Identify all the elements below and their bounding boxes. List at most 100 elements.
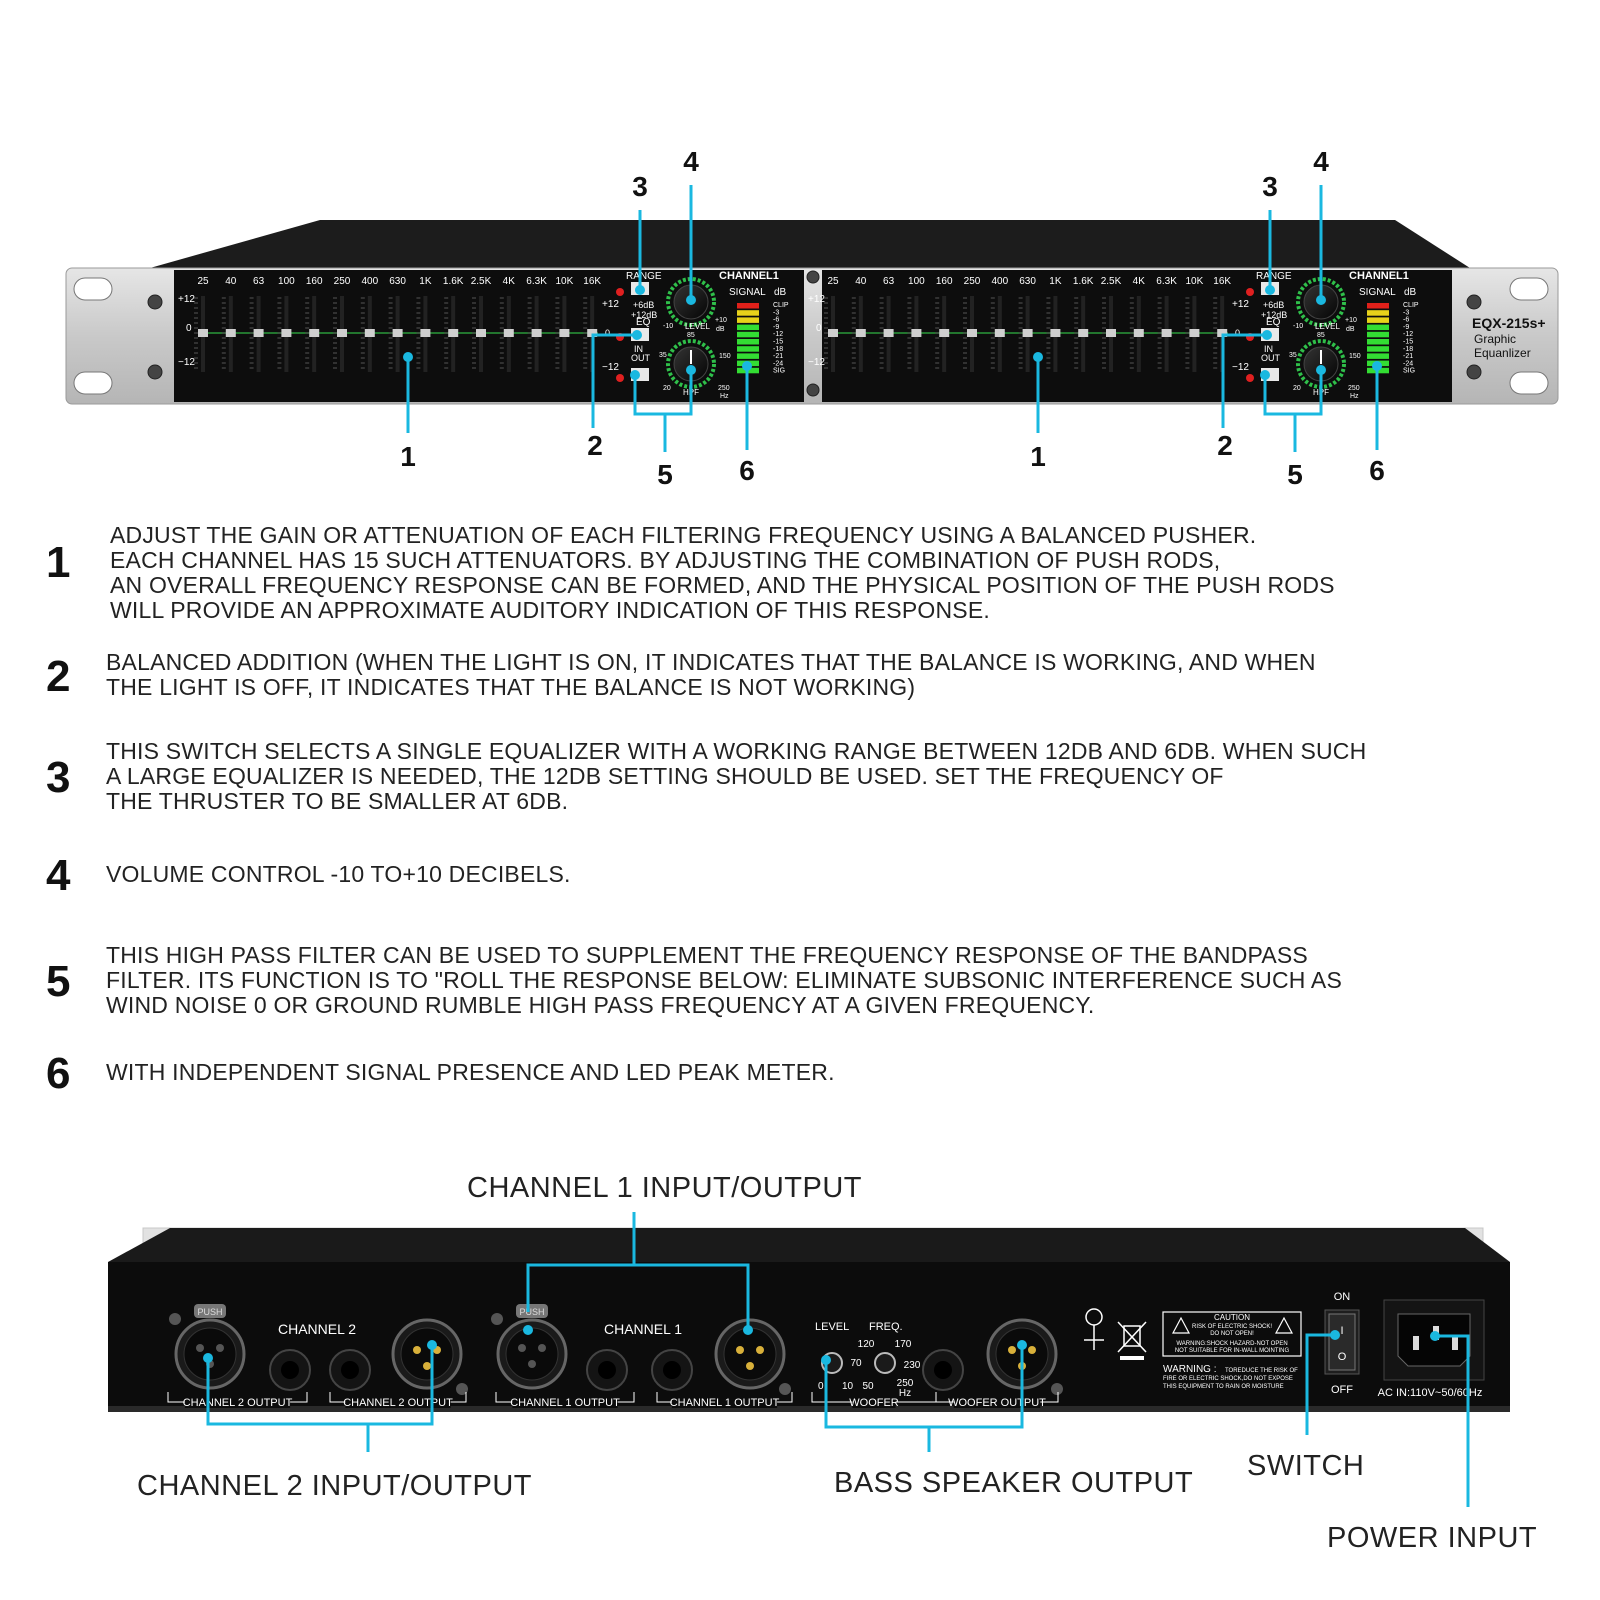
range-option-6db: +6dB bbox=[1263, 300, 1284, 310]
level-db-label: dB bbox=[716, 326, 725, 333]
fader-knob[interactable] bbox=[531, 329, 542, 337]
fader-knob[interactable] bbox=[967, 329, 977, 337]
fader-knob[interactable] bbox=[828, 329, 838, 337]
fader-knob[interactable] bbox=[1050, 329, 1061, 337]
fader-knob[interactable] bbox=[911, 329, 922, 337]
hpf-unit-label: Hz bbox=[720, 393, 729, 400]
fader-knob[interactable] bbox=[1022, 329, 1033, 337]
callout-number: 5 bbox=[1287, 459, 1303, 490]
caution-line-2: DO NOT OPEN! bbox=[1210, 1331, 1254, 1337]
meter-scale-label: -9 bbox=[773, 324, 779, 331]
out-label: OUT bbox=[631, 353, 651, 363]
fader-knob[interactable] bbox=[587, 329, 598, 337]
fader-knob[interactable] bbox=[476, 329, 486, 337]
fader-knob[interactable] bbox=[1217, 329, 1228, 337]
meter-scale-label: -15 bbox=[1403, 339, 1413, 346]
xlr-pin bbox=[423, 1362, 431, 1370]
callout-line-2 bbox=[591, 333, 637, 428]
woofer-jack[interactable] bbox=[922, 1349, 964, 1391]
range-option-12db: +12dB bbox=[1261, 310, 1287, 320]
channel2-input-xlr[interactable]: PUSH bbox=[169, 1304, 246, 1390]
callout-ch1-io-bracket bbox=[526, 1263, 750, 1330]
xlr-push-tab[interactable] bbox=[516, 1304, 548, 1318]
channel2-jack-a[interactable] bbox=[269, 1349, 311, 1391]
fader-knob[interactable] bbox=[855, 329, 866, 337]
level-label: LEVEL bbox=[685, 322, 710, 331]
channel2-jack-b[interactable] bbox=[329, 1349, 371, 1391]
switch-rocker[interactable] bbox=[1328, 1313, 1356, 1371]
fader-knob[interactable] bbox=[1078, 329, 1089, 337]
bracket-label-bg bbox=[852, 1396, 896, 1408]
fader-knob[interactable] bbox=[1133, 329, 1144, 337]
scale-top-right-label: +12 bbox=[602, 299, 619, 310]
woofer-freq-tick: 120 bbox=[858, 1339, 875, 1350]
channel1-jack-b[interactable] bbox=[651, 1349, 693, 1391]
woofer-freq-knob[interactable] bbox=[874, 1352, 896, 1374]
xlr-pin bbox=[746, 1362, 754, 1370]
meter-segment bbox=[737, 303, 759, 309]
woofer-level-tick-max: 10 bbox=[842, 1381, 854, 1392]
level-label: LEVEL bbox=[1315, 322, 1340, 331]
fader-knob[interactable] bbox=[1106, 329, 1116, 337]
freq-label: 4K bbox=[503, 276, 516, 287]
channel-label: CHANNEL1 bbox=[719, 270, 779, 282]
screw-icons bbox=[147, 270, 1482, 397]
callout-switch bbox=[1305, 1333, 1335, 1435]
channel1-jack-a[interactable] bbox=[586, 1349, 628, 1391]
channel2-output-xlr[interactable] bbox=[391, 1318, 468, 1395]
weee-bin-body bbox=[1123, 1325, 1141, 1347]
freq-label: 16K bbox=[1213, 276, 1231, 287]
hpf-min-label: 20 bbox=[663, 385, 671, 392]
fader-knob[interactable] bbox=[225, 329, 236, 337]
fader-knob[interactable] bbox=[448, 329, 459, 337]
switch-i-label: I bbox=[1340, 1325, 1343, 1337]
fader-knob[interactable] bbox=[939, 329, 950, 337]
fader-knob[interactable] bbox=[364, 329, 375, 337]
description-text: THIS HIGH PASS FILTER CAN BE USED TO SUP… bbox=[106, 942, 1342, 1018]
led-indicator bbox=[1246, 374, 1254, 382]
callout-ch2-io-bracket bbox=[206, 1345, 434, 1426]
fader-knob[interactable] bbox=[420, 329, 431, 337]
led-indicator bbox=[616, 288, 624, 296]
warning-triangle-icon bbox=[1275, 1316, 1293, 1334]
fader-knob[interactable] bbox=[1161, 329, 1172, 337]
fader-knob[interactable] bbox=[309, 329, 320, 337]
woofer-freq-label: FREQ. bbox=[869, 1321, 903, 1333]
rear-chassis-base bbox=[108, 1406, 1510, 1412]
freq-label: 1K bbox=[1049, 276, 1062, 287]
fader-knob[interactable] bbox=[883, 329, 894, 337]
fader-knob[interactable] bbox=[392, 329, 403, 337]
freq-label: 25 bbox=[197, 276, 209, 287]
fader-knob[interactable] bbox=[337, 329, 347, 337]
channel2-output-bracket-a: CHANNEL 2 OUTPUT bbox=[167, 1392, 308, 1409]
channel1-output-xlr[interactable] bbox=[714, 1318, 791, 1395]
fader-knob[interactable] bbox=[994, 329, 1005, 337]
jack-hole bbox=[598, 1361, 616, 1379]
channel2-output-bracket-b: CHANNEL 2 OUTPUT bbox=[329, 1392, 467, 1409]
out-label: OUT bbox=[1261, 353, 1281, 363]
fader-knob[interactable] bbox=[559, 329, 570, 337]
label-bass-output: BASS SPEAKER OUTPUT bbox=[834, 1467, 1194, 1499]
xlr-push-tab[interactable] bbox=[194, 1304, 226, 1318]
meter-scale-label: -6 bbox=[773, 317, 779, 324]
hpf-min-label: 20 bbox=[1293, 385, 1301, 392]
fader-knob[interactable] bbox=[281, 329, 292, 337]
meter-segment bbox=[737, 310, 759, 316]
xlr-pin-hole bbox=[528, 1360, 536, 1368]
warning-line-1: TOREDUCE THE RISK OF bbox=[1225, 1368, 1298, 1374]
signal-label: SIGNAL bbox=[1359, 287, 1396, 298]
range-option-12db: +12dB bbox=[631, 310, 657, 320]
bracket-label-bg bbox=[671, 1396, 778, 1408]
fader-knob[interactable] bbox=[198, 329, 208, 337]
meter-segment bbox=[1367, 346, 1389, 352]
fader-knob[interactable] bbox=[503, 329, 514, 337]
callout-dot bbox=[1260, 370, 1270, 380]
fader-knob[interactable] bbox=[253, 329, 264, 337]
fader-knob[interactable] bbox=[1189, 329, 1200, 337]
ac-input-label: AC IN:110V~50/60Hz bbox=[1378, 1387, 1483, 1399]
freq-label: 63 bbox=[253, 276, 265, 287]
callout-number: 3 bbox=[1262, 171, 1278, 202]
meter-scale-label: -21 bbox=[1403, 353, 1413, 360]
